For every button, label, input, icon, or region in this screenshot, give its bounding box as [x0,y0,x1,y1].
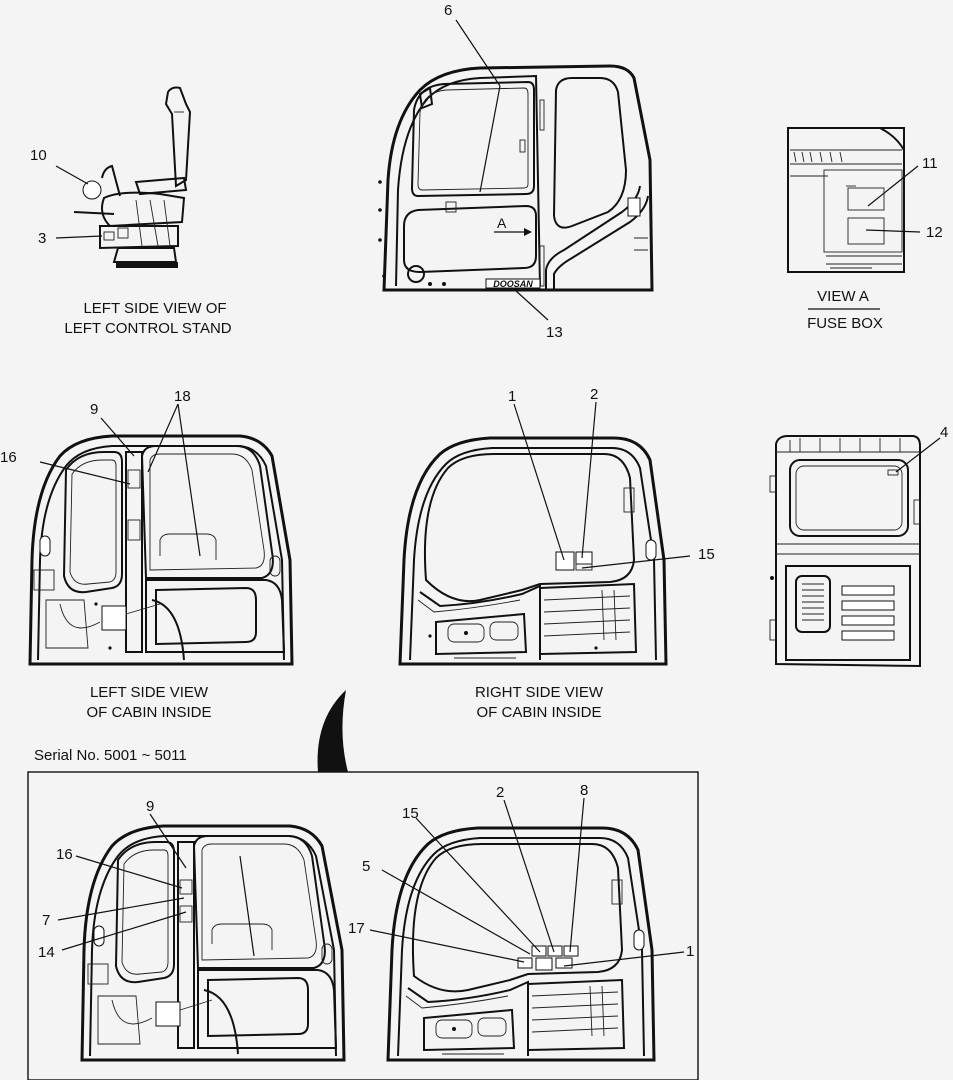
callout-11: 11 [922,155,938,172]
callout-16-bottom: 16 [56,846,73,863]
serial-box [27,771,699,1080]
caption-right-cabin-1: RIGHT SIDE VIEW [475,684,604,701]
caption-right-cabin-2: OF CABIN INSIDE [476,704,601,721]
caption-left-cabin-1: LEFT SIDE VIEW [90,684,209,701]
brand-logo: DOOSAN [493,279,533,289]
fuse-box-drawing [787,127,905,273]
caption-fuse-box: FUSE BOX [807,315,883,332]
cabin-inside-right-drawing [398,436,668,666]
callout-8: 8 [580,782,588,799]
caption-left-control-stand-1: LEFT SIDE VIEW OF [83,300,226,317]
callout-12: 12 [926,224,943,241]
view-arrow-label: A [497,215,507,231]
seat-drawing [73,86,192,268]
callout-15-top: 15 [698,546,715,563]
callout-10: 10 [30,147,47,164]
callout-18: 18 [174,388,191,405]
callout-16-top: 16 [0,449,17,466]
callout-1-top: 1 [508,388,516,405]
callout-15-bottom: 15 [402,805,419,822]
callout-3: 3 [38,230,46,247]
callout-4: 4 [940,424,948,441]
caption-view-a: VIEW A [817,288,869,305]
callout-14: 14 [38,944,55,961]
callout-1-bottom: 1 [686,943,694,960]
callout-5: 5 [362,858,370,875]
serial-label: Serial No. 5001 ~ 5011 [34,747,187,764]
callout-17: 17 [348,920,365,937]
caption-left-cabin-2: OF CABIN INSIDE [86,704,211,721]
callout-7: 7 [42,912,50,929]
cabin-inside-left-drawing [28,434,294,666]
callout-2-top: 2 [590,386,598,403]
cabin-rear-drawing [769,435,921,668]
callout-2-bottom: 2 [496,784,504,801]
callout-9-bottom: 9 [146,798,154,815]
cabin-exterior-drawing [378,64,654,292]
serial-cabin-right-drawing [386,826,656,1062]
caption-left-control-stand-2: LEFT CONTROL STAND [64,320,231,337]
callout-9-top: 9 [90,401,98,418]
callout-6: 6 [444,2,452,19]
callout-13: 13 [546,324,563,341]
serial-cabin-left-drawing [80,824,346,1062]
